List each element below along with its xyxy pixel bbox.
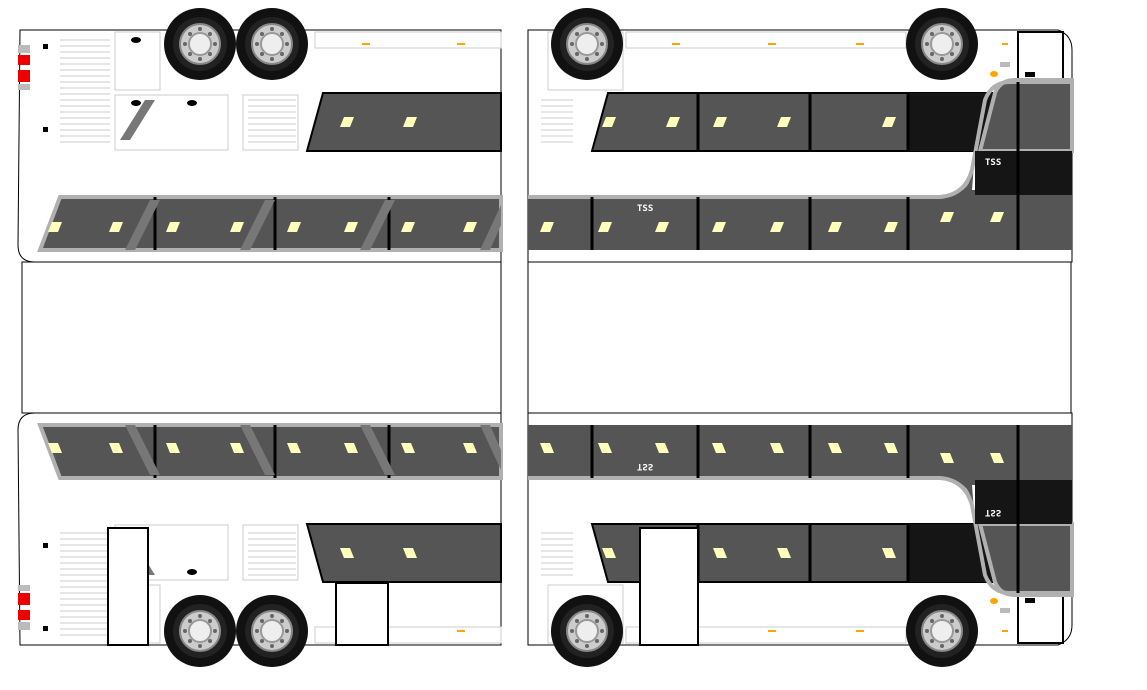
side-panel-bottom-right xyxy=(528,413,1072,667)
rear-door xyxy=(107,527,149,646)
side-panel-bottom-left xyxy=(18,413,501,667)
operator-logo-window: TSS xyxy=(637,204,653,214)
middle-door xyxy=(335,582,389,646)
roof-panel-right xyxy=(527,261,1072,414)
front-door xyxy=(639,527,699,646)
side-panel-top-right: TSS TSS xyxy=(527,7,1074,263)
operator-logo: TSS xyxy=(985,158,1001,168)
side-panel-top-left xyxy=(17,7,503,263)
roof-panel-left xyxy=(21,261,502,414)
